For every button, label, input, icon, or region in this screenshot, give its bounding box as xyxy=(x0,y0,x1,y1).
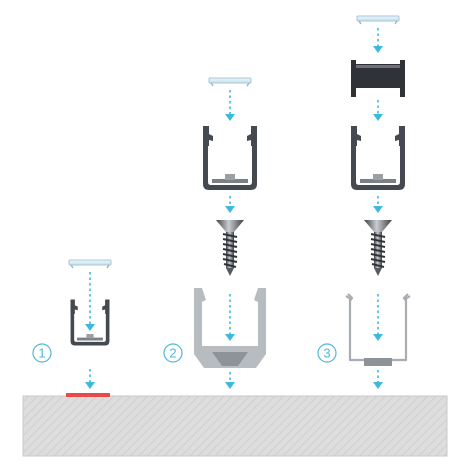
step-number-text: 3 xyxy=(323,346,330,361)
down-arrow-icon xyxy=(85,369,95,389)
step-2-group: 2 xyxy=(163,77,266,389)
step-number-2: 2 xyxy=(163,343,183,363)
diffuser-icon xyxy=(68,259,112,269)
clip-icon xyxy=(345,293,411,366)
down-arrow-icon xyxy=(225,372,235,389)
step-3-group: 3 xyxy=(317,15,411,389)
numbered-circle-icon xyxy=(163,343,183,363)
profile-icon xyxy=(351,126,405,190)
step-number-text: 1 xyxy=(38,346,45,361)
down-arrow-icon xyxy=(373,294,383,341)
down-arrow-icon xyxy=(85,272,95,331)
numbered-circle-icon xyxy=(317,343,337,363)
down-arrow-icon xyxy=(373,100,383,121)
step-number-3: 3 xyxy=(317,343,337,363)
adhesive-tape xyxy=(66,393,110,397)
step-number-1: 1 xyxy=(32,343,52,363)
down-arrow-icon xyxy=(373,196,383,213)
down-arrow-icon xyxy=(225,294,235,341)
step-number-text: 2 xyxy=(169,346,176,361)
down-arrow-icon xyxy=(373,28,383,53)
screw-icon xyxy=(364,220,392,276)
down-arrow-icon xyxy=(225,196,235,213)
down-arrow-icon xyxy=(373,370,383,389)
step-1-group: 1 xyxy=(32,259,112,389)
clip-icon xyxy=(194,288,266,368)
diffuser-icon xyxy=(356,15,400,25)
screw-icon xyxy=(216,220,244,276)
diffuser-icon xyxy=(208,77,252,87)
cover-cap-icon xyxy=(351,60,405,97)
mounting-surface xyxy=(22,395,448,457)
profile-icon xyxy=(203,126,257,190)
down-arrow-icon xyxy=(225,90,235,121)
numbered-circle-icon xyxy=(32,343,52,363)
